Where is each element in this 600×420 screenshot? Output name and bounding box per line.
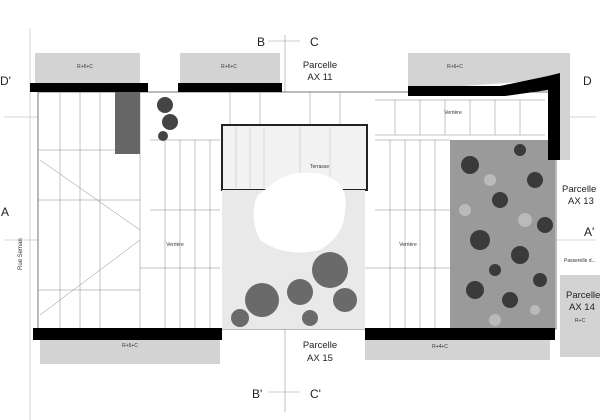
parcel-ax13-line1: Parcelle (562, 184, 596, 195)
wall-top-mid (178, 83, 282, 92)
verriere-left-label: Verrière (166, 242, 184, 248)
building-label-right-small: R+C (575, 318, 586, 324)
section-mark-c-prime: C' (310, 387, 321, 401)
building-label-top-left: R+6+C (77, 64, 93, 70)
parcel-ax14-line1: Parcelle (566, 290, 600, 301)
section-mark-d: D (583, 74, 592, 88)
section-mark-c: C (310, 35, 319, 49)
small-trees-top (157, 97, 178, 141)
building-top-right (408, 53, 570, 160)
parcel-ax11-line1: Parcelle (303, 60, 337, 71)
parcel-ax15-line2: AX 15 (307, 353, 333, 364)
wall-bottom-left (33, 328, 222, 340)
building-label-top-mid: R+6+C (221, 64, 237, 70)
light-well (253, 172, 346, 253)
parcel-ax15-line1: Parcelle (303, 340, 337, 351)
wall-top-left (30, 83, 148, 92)
building-top-mid (180, 53, 280, 85)
note-passerelle: Passerelle d... (564, 258, 596, 264)
parcel-ax14-line2: AX 14 (569, 302, 595, 313)
section-mark-d-prime: D' (0, 74, 11, 88)
verriere-top-label: Verrière (444, 110, 462, 116)
parcel-ax11-line2: AX 11 (307, 72, 332, 83)
verriere-right-label: Verrière (399, 242, 417, 248)
stair-block (115, 92, 140, 154)
building-right-small (560, 275, 600, 357)
section-mark-a-prime: A' (584, 225, 594, 239)
terrace-label: Terrasse (310, 164, 329, 170)
building-top-left (35, 53, 140, 85)
section-mark-a: A (1, 205, 9, 219)
parcel-ax13-line2: AX 13 (568, 196, 594, 207)
street-name: Rue Seman (18, 238, 24, 270)
wall-top-right (408, 73, 560, 160)
roof-hatching (38, 92, 545, 329)
wall-bottom-right (365, 328, 555, 340)
garden-trees (461, 144, 553, 308)
courtyard-trees (231, 252, 357, 327)
building-label-top-right: R+6+C (447, 64, 463, 70)
building-label-bottom-left: R+5+C (122, 343, 138, 349)
building-label-bottom-right: R+4+C (432, 344, 448, 350)
building-bottom-left (40, 340, 220, 364)
building-bottom-right (365, 340, 550, 360)
section-mark-b-prime: B' (252, 387, 262, 401)
section-mark-b: B (257, 35, 265, 49)
